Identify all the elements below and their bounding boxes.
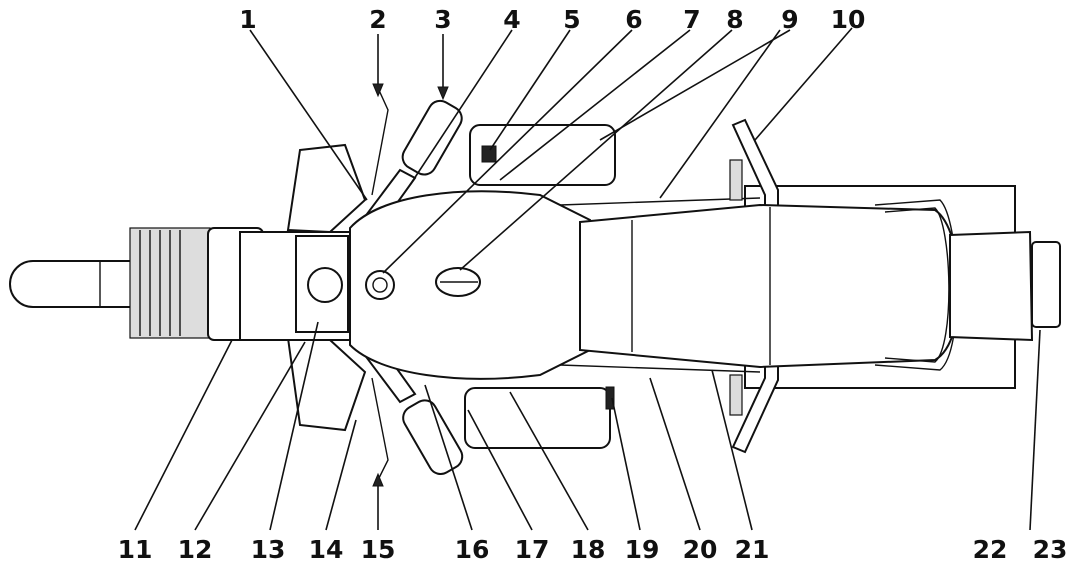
callout-23: 23 [1033,535,1068,564]
callout-5: 5 [563,5,580,34]
grip-left [401,99,463,176]
mirror-right [464,387,611,449]
rear-fender [949,230,1034,342]
callout-20: 20 [683,535,718,564]
tail-light [1031,241,1061,328]
kickstand [605,386,615,410]
brake-lever [371,377,389,481]
callout-4: 4 [503,5,520,34]
callout-3: 3 [434,5,451,34]
mirror-left [469,124,616,186]
callout-11: 11 [118,535,153,564]
passenger-footrest-left [729,159,743,201]
callout-16: 16 [455,535,490,564]
callout-13: 13 [251,535,286,564]
callout-19: 19 [625,535,660,564]
callout-8: 8 [726,5,743,34]
passenger-footrest-right [729,374,743,416]
callout-12: 12 [178,535,213,564]
motorcycle-drawing [9,87,1061,481]
fairing-left [286,143,367,234]
callout-leaders [134,27,1041,531]
callout-18: 18 [571,535,606,564]
speedometer [307,267,343,303]
callout-21: 21 [735,535,770,564]
callout-15: 15 [361,535,396,564]
callout-14: 14 [309,535,344,564]
callout-2: 2 [369,5,386,34]
callout-labels: 1 2 3 4 5 6 7 8 9 10 11 12 13 14 15 16 1… [118,5,1068,564]
ignition-lock [365,270,395,300]
callout-22: 22 [973,535,1008,564]
callout-9: 9 [781,5,798,34]
callout-1: 1 [239,5,256,34]
choke-knob [481,145,497,163]
callout-17: 17 [515,535,550,564]
clutch-lever [371,87,389,196]
callout-7: 7 [683,5,700,34]
callout-10: 10 [831,5,866,34]
callout-6: 6 [625,5,642,34]
